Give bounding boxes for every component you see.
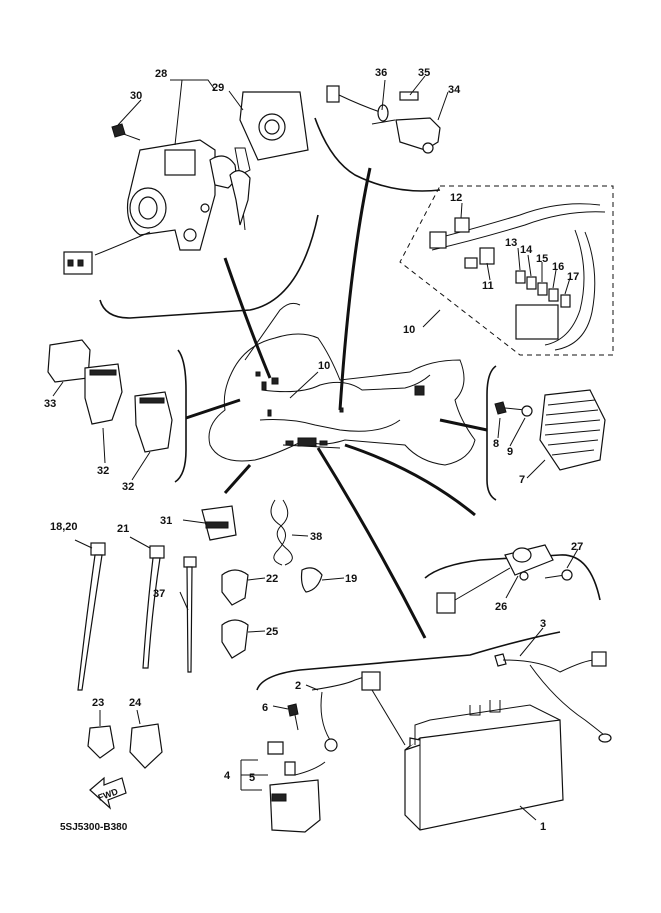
callout-26: 26: [495, 601, 507, 613]
callout-36: 36: [375, 67, 387, 79]
callout-leaders: [52, 75, 579, 821]
frame-sidestand: [314, 117, 441, 192]
frame-relays: [174, 349, 187, 483]
leader-rectifier: [439, 418, 488, 432]
leader-neutral: [344, 443, 476, 517]
callout-19: 19: [345, 573, 357, 585]
leader-sidestand: [338, 167, 372, 411]
battery-assembly: [240, 651, 612, 833]
callout-32-left: 32: [97, 465, 109, 477]
relay-group: [47, 339, 237, 541]
sidestand-switch-assembly: [326, 85, 441, 154]
callout-2: 2: [295, 680, 301, 692]
callout-14: 14: [520, 244, 533, 256]
callout-10-harness: 10: [403, 324, 415, 336]
callout-15: 15: [536, 253, 548, 265]
callout-35: 35: [418, 67, 430, 79]
frame-rectifier: [486, 365, 497, 501]
callout-labels: 1 2 3 4 5 6 7 8 9 10 10 11 12 13 14 15 1…: [44, 67, 583, 833]
fwd-arrow-icon: FWD: [89, 776, 127, 810]
ignition-switch-assembly: [63, 91, 309, 275]
callout-7: 7: [519, 474, 525, 486]
callout-12: 12: [450, 192, 462, 204]
frame-neutral: [424, 554, 601, 601]
callout-23: 23: [92, 697, 104, 709]
motorcycle-silhouette: [208, 302, 476, 466]
callout-9: 9: [507, 446, 513, 458]
frame-ignition: [99, 214, 319, 319]
callout-30: 30: [130, 90, 142, 102]
callout-16: 16: [552, 261, 564, 273]
diagram-reference-code: 5SJ5300-B380: [60, 822, 128, 833]
callout-38: 38: [310, 531, 322, 543]
leader-battery: [316, 447, 427, 639]
callout-5: 5: [249, 772, 255, 784]
rectifier-regulator: [494, 389, 606, 471]
cable-ties-and-clamps: [77, 499, 323, 769]
callout-34: 34: [448, 84, 461, 96]
callout-8: 8: [493, 438, 499, 450]
frame-harness-dashed: [399, 185, 614, 356]
leader-ignition: [223, 257, 272, 379]
callout-18-20: 18,20: [50, 521, 78, 533]
callout-28: 28: [155, 68, 167, 80]
callout-21: 21: [117, 523, 129, 535]
callout-17: 17: [567, 271, 579, 283]
neutral-switch-assembly: [436, 544, 573, 614]
callout-31: 31: [160, 515, 172, 527]
callout-33: 33: [44, 398, 56, 410]
wire-harness-detail: [429, 203, 606, 351]
callout-24: 24: [129, 697, 142, 709]
callout-37: 37: [153, 588, 165, 600]
callout-27: 27: [571, 541, 583, 553]
callout-11: 11: [482, 280, 494, 292]
callout-4: 4: [224, 770, 231, 782]
callout-32-right: 32: [122, 481, 134, 493]
callout-25: 25: [266, 626, 278, 638]
callout-13: 13: [505, 237, 517, 249]
callout-10-bike: 10: [318, 360, 330, 372]
leader-clip-area: [223, 464, 252, 494]
leader-relay: [185, 398, 241, 420]
callout-1: 1: [540, 821, 546, 833]
callout-3: 3: [540, 618, 546, 630]
callout-6: 6: [262, 702, 268, 714]
frame-battery: [256, 631, 561, 691]
callout-22: 22: [266, 573, 278, 585]
callout-29: 29: [212, 82, 224, 94]
